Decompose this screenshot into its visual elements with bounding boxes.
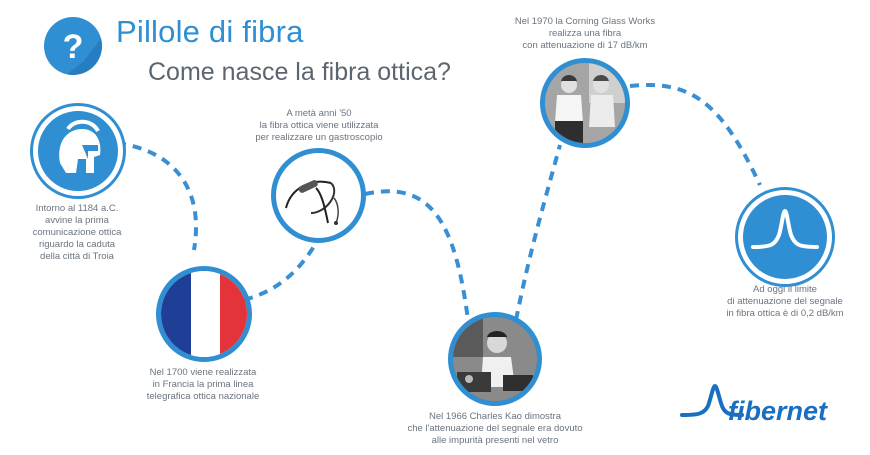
charles-kao-photo: [448, 312, 542, 406]
page-title: Pillole di fibra: [116, 14, 304, 49]
caption-france: Nel 1700 viene realizzata in Francia la …: [146, 367, 260, 402]
caption-corning: Nel 1970 la Corning Glass Works realizza…: [514, 16, 656, 51]
gastroscope-image: [271, 148, 366, 243]
fibernet-logo: fibernet: [678, 382, 848, 437]
svg-text:?: ?: [63, 28, 84, 66]
fibernet-logo-text: fibernet: [728, 396, 828, 426]
caption-today: Ad oggi il limite di attenuazione del se…: [726, 284, 844, 319]
page-subtitle: Come nasce la fibra ottica?: [148, 58, 451, 86]
spartan-helmet-icon: [33, 106, 123, 196]
french-flag: [156, 266, 252, 362]
caption-kao: Nel 1966 Charles Kao dimostra che l'atte…: [407, 411, 583, 446]
caption-troy: Intorno al 1184 a.C. avvine la prima com…: [32, 203, 122, 262]
signal-peak-icon: [738, 190, 832, 284]
corning-researchers-photo: [540, 58, 630, 148]
question-mark-icon: ?: [44, 17, 102, 75]
caption-gastroscope: A metà anni '50 la fibra ottica viene ut…: [255, 108, 383, 143]
